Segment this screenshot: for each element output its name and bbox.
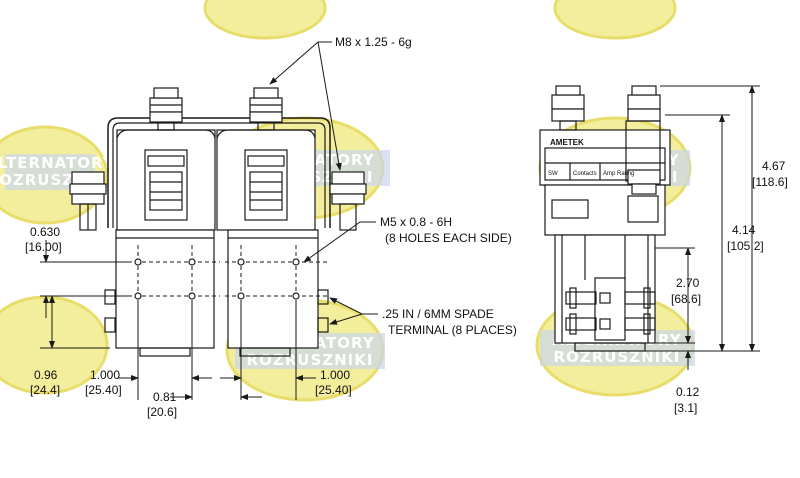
label-cell: SW	[548, 171, 558, 177]
dim-467: 4.67	[762, 159, 786, 173]
dim-244: [24.4]	[30, 383, 60, 397]
dim-1052: [105.2]	[727, 239, 764, 253]
front-view	[69, 87, 367, 357]
label-cell: Contacts	[573, 171, 597, 177]
watermark-line1: ALTERNATORY	[0, 154, 115, 172]
dimension-labels: 0.630 [16.00] 0.96 [24.4] 1.000 [25.40] …	[25, 159, 788, 419]
dim-270: 2.70	[676, 276, 700, 290]
dim-012: 0.12	[676, 385, 700, 399]
dim-686: [68.6]	[671, 292, 701, 306]
thread-top-callout: M8 x 1.25 - 6g	[335, 35, 412, 49]
side-dimensions	[645, 85, 760, 370]
dim-081: 0.81	[153, 390, 177, 404]
side-top-stud	[551, 85, 585, 131]
spade-note: TERMINAL (8 PLACES)	[388, 323, 517, 337]
dim-31: [3.1]	[674, 401, 697, 415]
top-stud	[149, 87, 183, 131]
spade-callout: .25 IN / 6MM SPADE	[382, 307, 494, 321]
dim-2540-right: [25.40]	[315, 383, 352, 397]
side-label: AMETEK SW Contacts Amp Rating	[548, 138, 634, 177]
dim-206: [20.6]	[147, 405, 177, 419]
front-dimensions	[40, 41, 378, 400]
dim-1186: [118.6]	[752, 175, 788, 189]
dim-096: 0.96	[34, 368, 58, 382]
top-stud	[249, 87, 283, 131]
label-cell: Amp Rating	[603, 171, 634, 177]
side-stud	[69, 171, 107, 231]
side-stud	[329, 171, 367, 231]
dim-0630: 0.630	[30, 225, 60, 239]
dim-1000-right: 1.000	[320, 368, 350, 382]
thread-side-note: (8 HOLES EACH SIDE)	[385, 231, 512, 245]
side-top-stud	[625, 85, 661, 195]
callout-labels: M8 x 1.25 - 6g M5 x 0.8 - 6H (8 HOLES EA…	[335, 35, 517, 337]
brand-label: AMETEK	[550, 138, 584, 147]
side-view	[539, 85, 671, 352]
thread-side-callout: M5 x 0.8 - 6H	[380, 215, 452, 229]
dim-414: 4.14	[732, 223, 756, 237]
watermark-line2: ROZRUSZNIKI	[554, 348, 681, 366]
dim-1000-left: 1.000	[90, 368, 120, 382]
watermark-line2: ROZRUSZNIKI	[247, 351, 374, 369]
dim-2540-left: [25.40]	[85, 383, 122, 397]
dim-1600: [16.00]	[25, 240, 62, 254]
